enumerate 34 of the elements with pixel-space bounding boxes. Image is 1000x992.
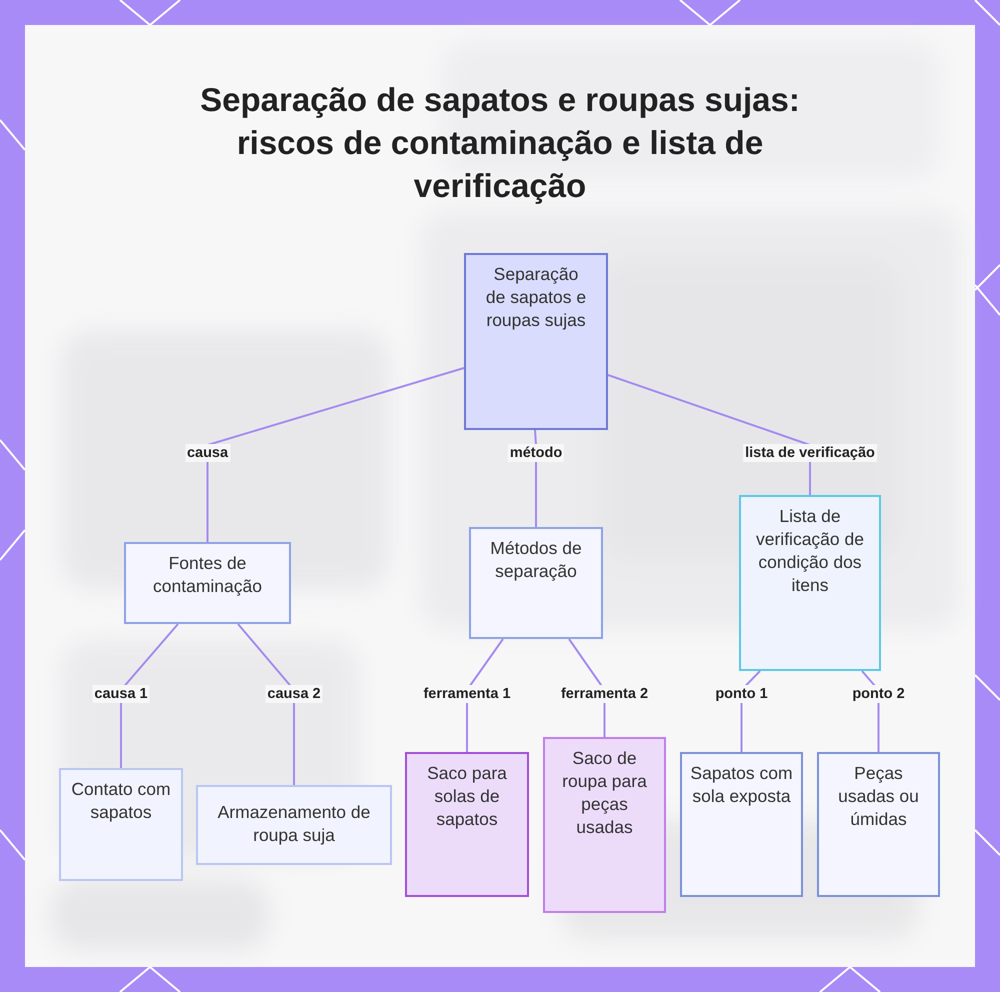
node-text: Contato com sapatos	[70, 778, 172, 824]
edge-label: método	[508, 444, 564, 462]
edge-label: causa 2	[265, 685, 323, 703]
process-box	[124, 542, 291, 624]
node-text: Saco para solas de sapatos	[426, 762, 508, 831]
diagram-title: Separação de sapatos e roupas sujas: riscos de contaminação e lista de verificação	[199, 80, 801, 206]
node-text: Métodos de separação	[489, 537, 583, 583]
node-text: Sapatos com sola exposta	[689, 762, 794, 808]
process-box	[405, 752, 529, 897]
edge-label: ponto 1	[713, 685, 770, 703]
process-box	[469, 527, 603, 639]
process-box	[196, 785, 392, 865]
process-box	[739, 495, 881, 671]
edge-label: lista de verificação	[743, 444, 877, 462]
edge-label: causa	[184, 444, 230, 462]
connector-line	[608, 374, 811, 495]
edge-label: ferramenta 2	[558, 685, 650, 703]
connector-line	[120, 623, 179, 768]
edge-label: ponto 2	[850, 685, 907, 703]
process-box	[680, 752, 803, 897]
process-box	[817, 752, 940, 897]
connector-line	[206, 367, 464, 542]
process-box	[543, 737, 666, 913]
process-box	[464, 253, 608, 430]
node-text: Separação de sapatos e roupas sujas	[484, 263, 588, 332]
edge-label: causa 1	[92, 685, 150, 703]
node-text: Saco de roupa para peças usadas	[561, 747, 648, 839]
node-text: Fontes de contaminação	[152, 552, 263, 598]
connector-line	[237, 623, 295, 785]
node-text: Armazenamento de roupa suja	[216, 801, 372, 847]
node-text: Lista de verificação de condição dos itens	[755, 505, 865, 597]
edge-label: ferramenta 1	[421, 685, 513, 703]
process-box	[59, 768, 183, 881]
node-text: Peças usadas ou úmidas	[837, 762, 920, 831]
